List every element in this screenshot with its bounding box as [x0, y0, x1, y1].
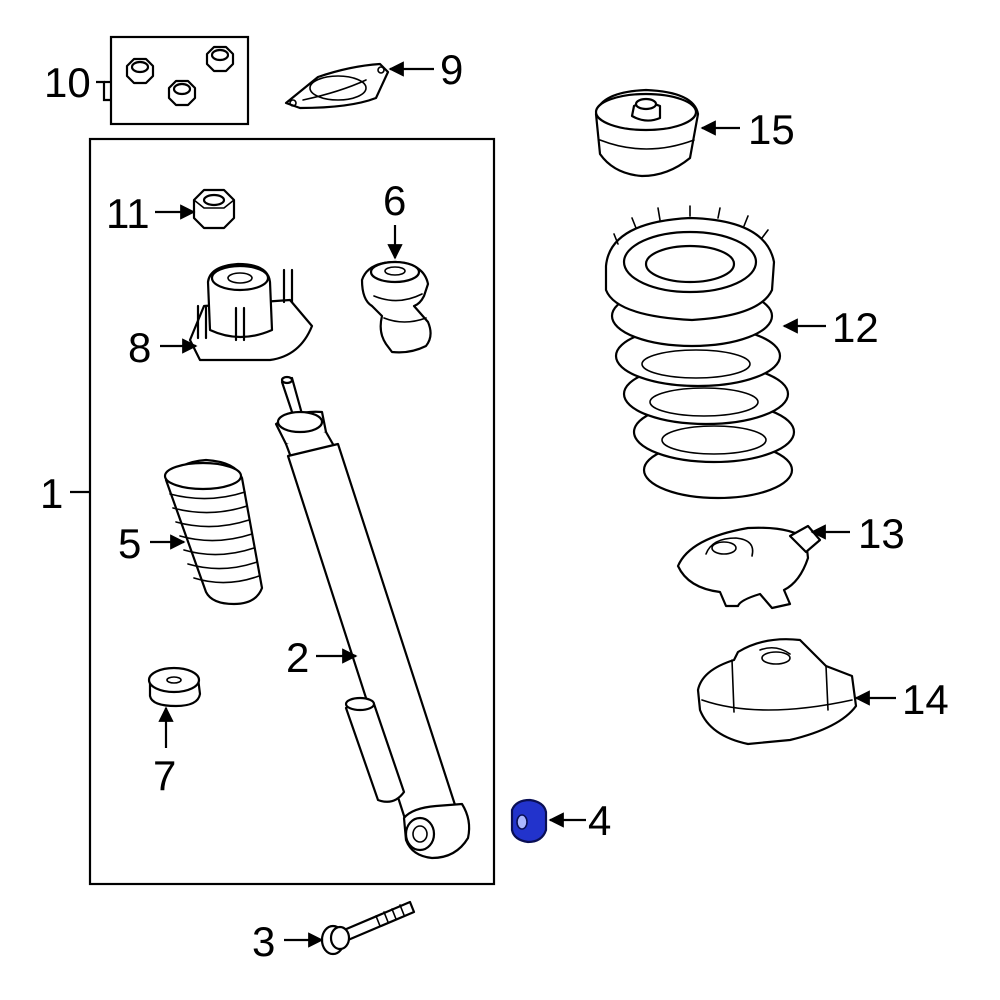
part-11-nut[interactable] [192, 188, 236, 230]
callout-11: 11 [106, 190, 150, 237]
callout-5: 5 [118, 520, 141, 567]
callout-9: 9 [440, 46, 463, 93]
callout-8: 8 [128, 324, 151, 371]
callout-12: 12 [832, 304, 879, 351]
part-13-lower-spring-seat[interactable] [676, 524, 822, 610]
callout-3: 3 [252, 918, 275, 965]
part-7-spacer[interactable] [147, 666, 202, 708]
part-3-bolt[interactable] [320, 900, 416, 956]
callout-10: 10 [44, 59, 91, 106]
part-8-upper-mount[interactable] [188, 262, 314, 362]
callout-13: 13 [858, 510, 905, 557]
shock-assembly-frame [88, 137, 496, 886]
part-15-spring-insulator[interactable] [594, 88, 700, 178]
part-12-coil-spring[interactable] [604, 205, 796, 500]
part-2-shock-absorber[interactable] [274, 375, 471, 860]
part-9-gasket[interactable] [284, 62, 390, 110]
part-14-lower-spring-mount[interactable] [696, 638, 858, 746]
part-10-nuts[interactable] [109, 35, 250, 126]
callout-4: 4 [588, 797, 611, 844]
callout-7: 7 [153, 752, 176, 799]
callout-2: 2 [286, 634, 309, 681]
callout-1: 1 [40, 470, 63, 517]
part-6-bump-stop[interactable] [360, 260, 432, 354]
callout-15: 15 [748, 106, 795, 153]
part-5-dust-boot[interactable] [163, 458, 264, 606]
leader-lines [70, 61, 896, 948]
callout-14: 14 [902, 676, 949, 723]
part-4-nut-highlighted[interactable] [510, 798, 548, 844]
callout-6: 6 [383, 177, 406, 224]
